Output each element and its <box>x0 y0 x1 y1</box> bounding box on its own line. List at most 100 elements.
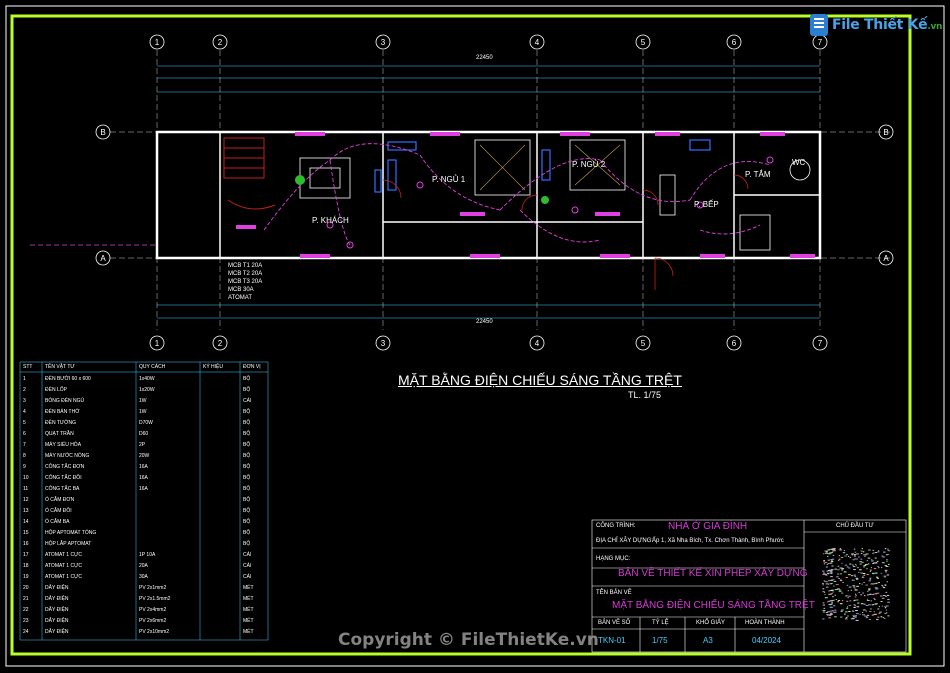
stamp-dot <box>868 588 871 590</box>
stamp-dot <box>831 548 834 550</box>
stamp-dot <box>822 573 825 575</box>
stamp-dot <box>887 615 890 617</box>
stamp-dot <box>836 588 840 590</box>
stamp-dot <box>865 584 869 586</box>
stamp-dot <box>848 567 851 569</box>
stamp-dot <box>847 615 849 617</box>
site-logo[interactable]: File Thiết Kế.vn <box>810 14 942 36</box>
legend-cell: 16A <box>139 464 148 470</box>
stamp-dot <box>884 576 886 578</box>
stamp-dot <box>830 562 833 564</box>
stamp-dot <box>862 609 866 611</box>
stamp-dot <box>838 578 840 580</box>
legend-cell: BỘ <box>243 409 251 415</box>
stamp-dot <box>844 564 848 566</box>
stamp-dot <box>852 585 856 587</box>
legend-cell: ĐÈN BÁN THỜ <box>45 409 80 415</box>
stamp-dot <box>838 590 842 592</box>
stamp-dot <box>876 560 879 562</box>
legend-cell: 3 <box>23 398 26 404</box>
stamp-dot <box>840 578 842 580</box>
legend-cell: BỘ <box>243 475 251 481</box>
stamp-dot <box>826 563 829 565</box>
stamp-dot <box>832 554 835 556</box>
stamp-dot <box>834 594 837 596</box>
stamp-dot <box>867 549 871 551</box>
stamp-dot <box>866 553 869 555</box>
stamp-dot <box>841 569 843 571</box>
stamp-dot <box>854 605 857 607</box>
stamp-dot <box>829 569 831 571</box>
grid-axis-label: 3 <box>381 38 386 47</box>
stamp-dot <box>875 588 879 590</box>
legend-cell: 16A <box>139 486 148 492</box>
stamp-dot <box>829 579 833 581</box>
stamp-dot <box>850 589 852 591</box>
legend-cell: 14 <box>23 519 29 525</box>
stamp-dot <box>838 559 840 561</box>
stamp-dot <box>848 595 851 597</box>
stamp-dot <box>839 580 843 582</box>
stamp-dot <box>856 599 859 601</box>
stamp-dot <box>856 578 858 580</box>
stamp-dot <box>867 614 870 616</box>
stamp-dot <box>823 573 827 575</box>
stamp-dot <box>827 601 829 603</box>
legend-cell: CÔNG TẮC BA <box>45 486 80 492</box>
stamp-dot <box>841 592 844 594</box>
stamp-dot <box>829 562 832 564</box>
stamp-dot <box>881 567 883 569</box>
stamp-dot <box>854 593 856 595</box>
stamp-dot <box>859 563 862 565</box>
stamp-dot <box>866 615 868 617</box>
stamp-dot <box>886 574 890 576</box>
legend-cell: CÔNG TẮC ĐÔI <box>45 475 82 481</box>
stamp-dot <box>854 589 857 591</box>
sheet-name: MẶT BẰNG ĐIỆN CHIẾU SÁNG TẦNG TRỆT <box>612 600 815 611</box>
stamp-dot <box>855 594 857 596</box>
stamp-dot <box>880 595 883 597</box>
legend-cell: Ổ CẮM ĐÔI <box>45 508 72 514</box>
stamp-dot <box>878 612 881 614</box>
stamp-dot <box>845 595 848 597</box>
stamp-dot <box>841 600 844 602</box>
stamp-dot <box>830 603 833 605</box>
stamp-dot <box>827 569 830 571</box>
stamp-dot <box>825 583 829 585</box>
stamp-dot <box>883 595 886 597</box>
stamp-dot <box>873 552 875 554</box>
stamp-dot <box>884 548 887 550</box>
legend-cell: ĐÈN TƯỜNG <box>45 420 76 426</box>
legend-cell: MÉT <box>243 585 254 591</box>
grid-axis-label: 1 <box>155 339 160 348</box>
logo-text: File Thiết Kế.vn <box>832 17 943 33</box>
stamp-dot <box>831 610 834 612</box>
stamp-dot <box>854 588 856 590</box>
stamp-dot <box>824 597 828 599</box>
stamp-dot <box>875 572 878 574</box>
stamp-dot <box>839 589 841 591</box>
stamp-dot <box>828 593 832 595</box>
legend-cell: 10 <box>23 475 29 481</box>
room-label: P. NGỦ 2 <box>572 160 606 169</box>
stamp-dot <box>867 594 869 596</box>
grid-axis-label: A <box>100 254 106 263</box>
legend-cell: HỘP APTOMAT TỔNG <box>45 530 97 536</box>
stamp-dot <box>827 614 829 616</box>
project-label: CÔNG TRÌNH: <box>596 523 636 529</box>
legend-cell: Ổ CẮM BA <box>45 519 70 525</box>
stamp-dot <box>864 564 868 566</box>
stamp-dot <box>859 613 861 615</box>
stamp-dot <box>841 609 844 611</box>
stamp-dot <box>856 553 860 555</box>
room-label: P. BẾP <box>694 200 719 209</box>
stamp-dot <box>869 577 872 579</box>
col-header: BẢN VẼ SỐ <box>598 620 631 626</box>
stamp-dot <box>833 599 835 601</box>
stamp-dot <box>847 590 849 592</box>
stamp-dot <box>881 562 885 564</box>
legend-cell: MÁY SIỂU HỎA <box>45 442 82 448</box>
legend-cell: BỘ <box>243 541 251 547</box>
stamp-dot <box>879 611 882 613</box>
stamp-dot <box>882 586 884 588</box>
